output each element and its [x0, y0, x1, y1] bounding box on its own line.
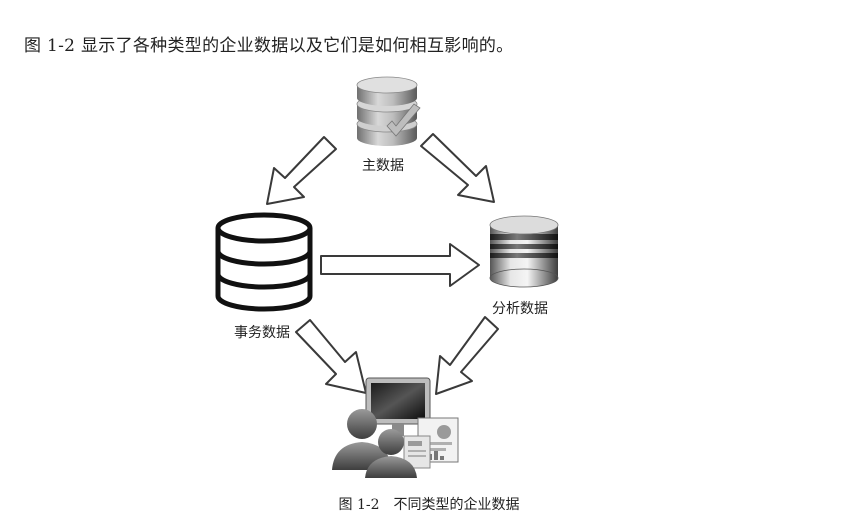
analytics-data-label: 分析数据 [492, 301, 548, 317]
transaction-data-label: 事务数据 [234, 325, 290, 341]
arrow-analytics-to-users [435, 316, 499, 395]
database-cylinder-icon [489, 215, 559, 288]
arrow-transaction-to-users [295, 319, 367, 394]
users-computer-reports-icon [332, 377, 459, 478]
arrow-master-to-transaction [266, 136, 337, 205]
arrow-master-to-analytics [420, 133, 495, 203]
master-data-label: 主数据 [362, 158, 404, 174]
intro-text: 图 1-2 显示了各种类型的企业数据以及它们是如何相互影响的。 [24, 36, 514, 56]
figure-number: 图 1-2 [338, 497, 380, 513]
figure-title: 不同类型的企业数据 [393, 497, 520, 513]
figure-caption: 图 1-2 不同类型的企业数据 [0, 494, 858, 514]
database-outline-icon [215, 212, 313, 312]
database-check-icon [356, 76, 421, 146]
arrow-transaction-to-analytics [320, 243, 480, 287]
